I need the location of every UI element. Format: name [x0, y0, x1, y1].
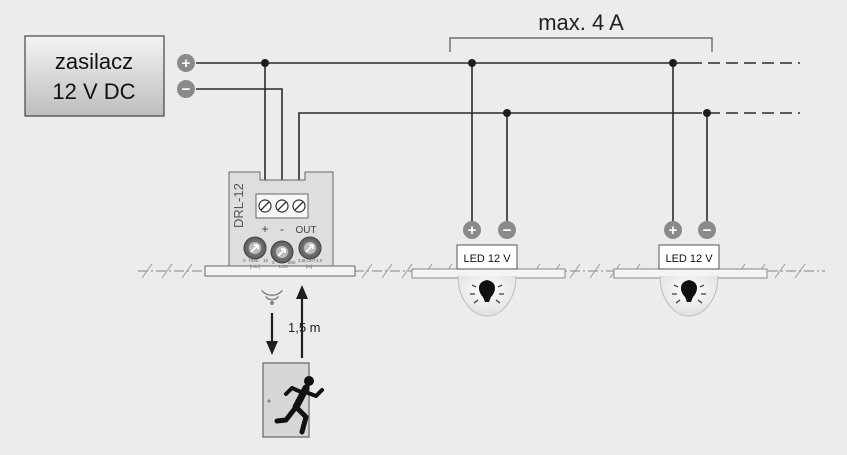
- negative-wire: [196, 88, 283, 206]
- lamp-1-label: LED 12 V: [463, 253, 511, 265]
- lamp-1-minus-terminal: −: [498, 221, 516, 239]
- knob-time-unit: [min]: [250, 264, 260, 269]
- psu-plus-sign: +: [182, 55, 191, 72]
- lamp-1-plus-terminal: +: [463, 221, 481, 239]
- knob-time-top: TIME: [248, 258, 259, 263]
- distance-arrow-down: [266, 313, 278, 355]
- knob-distance-min: 0,5: [298, 258, 305, 263]
- knob-lux-max: 800: [288, 260, 296, 265]
- screw-terminal-out: [292, 199, 306, 213]
- screw-terminal-plus: [258, 199, 272, 213]
- distance-arrow-up: [296, 285, 308, 358]
- lamp-2-label: LED 12 V: [665, 253, 713, 265]
- lamp-2-minus-terminal: −: [698, 221, 716, 239]
- sensor-wave-icon: [261, 290, 283, 305]
- psu-plus-terminal: +: [177, 54, 195, 72]
- terminal-label-out: OUT: [295, 225, 316, 236]
- knob-lux: [270, 240, 294, 264]
- lamp-2-minus-sign: −: [703, 222, 712, 239]
- lamp-2-plus-terminal: +: [664, 221, 682, 239]
- knob-lux-top: LUX: [279, 264, 288, 269]
- lamp-1-minus-sign: −: [503, 222, 512, 239]
- junction-dots: [261, 59, 711, 117]
- knob-time-min: 0: [243, 258, 246, 263]
- knob-distance-top: LOST: [304, 258, 316, 263]
- knob-lux-min: 3: [272, 260, 275, 265]
- lamp-2: [613, 244, 768, 317]
- lamp-2-bulb-icon: [672, 280, 706, 304]
- psu-minus-terminal: −: [177, 80, 195, 98]
- power-supply-label-1: zasilacz: [55, 49, 133, 74]
- terminal-label-plus: +: [261, 222, 268, 236]
- current-limit-label: max. 4 A: [538, 10, 624, 35]
- knob-distance-unit: [m]: [306, 264, 312, 269]
- knob-distance-max: 4,0: [316, 258, 323, 263]
- distance-label: 1,5 m: [288, 320, 321, 335]
- lamp-2-plus-sign: +: [669, 222, 678, 239]
- lamp-1-bulb-icon: [470, 280, 504, 304]
- terminal-label-minus: -: [280, 222, 284, 236]
- current-limit-bracket: [449, 37, 713, 52]
- running-person-icon: [274, 376, 324, 435]
- power-supply: zasilacz 12 V DC: [24, 35, 165, 117]
- knob-scale-labels: 0 TIME 15 [min] 3 LUX 800 0,5 LOST 4,0 […: [243, 258, 323, 269]
- screw-terminal-minus: [275, 199, 289, 213]
- controller-screw-terminals: [258, 199, 306, 213]
- knob-distance: [298, 236, 322, 260]
- lamp-1-plus-sign: +: [468, 222, 477, 239]
- output-wire: [298, 112, 800, 228]
- knob-time-max: 15: [263, 258, 269, 263]
- power-supply-label-2: 12 V DC: [52, 79, 135, 104]
- knob-time: [243, 236, 267, 260]
- controller-model-label: DRL-12: [231, 183, 246, 228]
- psu-minus-sign: −: [182, 81, 191, 98]
